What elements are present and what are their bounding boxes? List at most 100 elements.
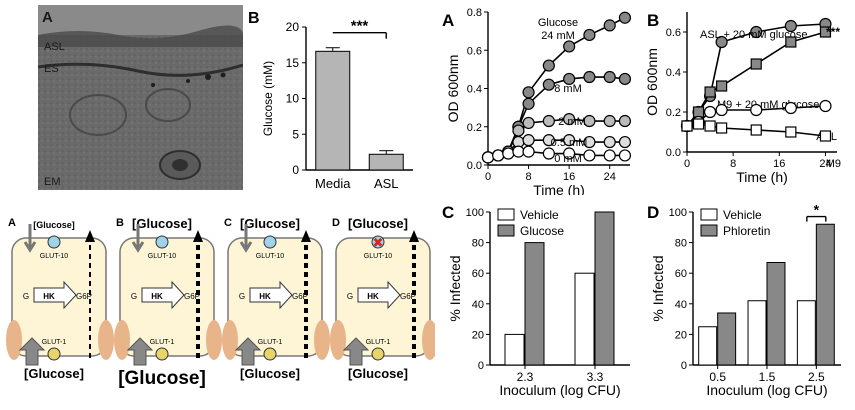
- g6p-label: G6P: [184, 292, 200, 301]
- y-tick-label: 100: [466, 207, 484, 219]
- y-axis-title: OD 600nm: [645, 48, 660, 116]
- x-axis-title: Time (h): [533, 182, 585, 195]
- x-tick-label: 16: [563, 171, 575, 183]
- em-label-em: EM: [44, 176, 61, 188]
- bar-glucose: [524, 242, 545, 366]
- series-label: 0 mM: [554, 153, 582, 165]
- series-label: Glucose: [538, 17, 578, 29]
- growth-a-letter: A: [442, 11, 454, 30]
- nucleus-right: [206, 320, 222, 360]
- data-point: [583, 28, 596, 42]
- bar-vehicle: [796, 300, 816, 366]
- hk-label: HK: [43, 292, 55, 301]
- glucose-top-label: [Glucose]: [132, 216, 192, 231]
- y-tick-label: 10: [286, 92, 300, 106]
- data-point: [603, 114, 616, 128]
- data-point: [522, 134, 535, 147]
- x-axis-title: Inoculum (log CFU): [499, 382, 620, 398]
- x-tick-label: 24: [604, 171, 616, 183]
- y-tick-label: 0.6: [666, 27, 681, 39]
- y-axis-title: OD 600nm: [445, 55, 461, 123]
- data-point: [522, 145, 535, 158]
- data-point: [704, 120, 716, 132]
- data-point: [583, 70, 596, 84]
- y-axis-title: % Infected: [447, 255, 463, 321]
- x-tick-label: 24: [819, 158, 831, 170]
- series-label: 8 mM: [554, 83, 582, 95]
- x-tick-label: 2.3: [517, 370, 534, 384]
- em-micrograph: A ASL ES EM: [38, 5, 243, 190]
- glut10-label: GLUT-10: [148, 253, 177, 260]
- bar-phloretin: [717, 312, 737, 366]
- paracellular-arrow: [193, 230, 203, 242]
- g6p-label: G6P: [292, 292, 308, 301]
- data-point: [512, 124, 525, 137]
- y-tick-label: 0.0: [467, 160, 482, 172]
- glucose-basal-arrow: [234, 337, 262, 366]
- significance-stars: *: [814, 202, 820, 218]
- bar-phloretin: [815, 223, 835, 366]
- bar-phloretin: [766, 261, 786, 366]
- y-tick-label: 20: [675, 329, 687, 341]
- data-point: [542, 78, 555, 91]
- glucose-bottom-label: [Glucose]: [348, 366, 408, 381]
- data-point: [784, 19, 797, 33]
- data-point: [750, 124, 762, 136]
- y-tick-label: 0.8: [467, 7, 482, 19]
- glut10-transporter: [263, 235, 277, 249]
- schematic-letter: D: [332, 217, 340, 229]
- glucose-bottom-label: [Glucose]: [240, 366, 300, 381]
- y-tick-label: 0: [681, 360, 687, 372]
- glut1-transporter: [47, 347, 61, 361]
- data-point: [583, 135, 596, 149]
- significance-stars: ***: [826, 25, 840, 39]
- y-tick-label: 0: [478, 360, 484, 372]
- data-point: [785, 126, 797, 138]
- glut1-label: GLUT-1: [258, 339, 283, 346]
- data-point: [681, 120, 693, 132]
- glucose-basal-arrow: [18, 337, 46, 366]
- data-point: [563, 134, 576, 147]
- glut1-label: GLUT-1: [366, 339, 391, 346]
- x-tick-label: Media: [315, 176, 351, 191]
- paracellular-arrow: [301, 230, 311, 242]
- glucose-entry-arrow: [131, 224, 145, 253]
- legend-label: Phloretin: [723, 224, 770, 238]
- glucose-top-label: [Glucose]: [348, 216, 408, 231]
- em-letter: A: [42, 9, 53, 26]
- x-tick-label: ASL: [374, 176, 399, 191]
- x-tick-label: 0: [684, 158, 690, 170]
- bar-vehicle: [504, 333, 525, 366]
- data-point: [522, 86, 535, 99]
- y-tick-label: 60: [675, 268, 687, 280]
- hk-arrow: [33, 280, 77, 310]
- bar-media: [315, 50, 351, 171]
- glucose-top-label: [Glucose]: [33, 220, 75, 230]
- glut1-transporter: [371, 347, 385, 361]
- data-point: [704, 86, 716, 98]
- nucleus-left: [114, 320, 130, 360]
- x-tick-label: 1.5: [759, 370, 776, 384]
- data-point: [563, 112, 576, 126]
- g-label: G: [239, 292, 245, 301]
- g-label: G: [347, 292, 353, 301]
- x-tick-label: 16: [773, 158, 785, 170]
- infect-c-letter: C: [442, 203, 454, 222]
- y-tick-label: 5: [292, 127, 299, 141]
- data-point: [522, 97, 535, 110]
- nucleus-right: [98, 320, 114, 360]
- y-tick-label: 0.2: [467, 122, 482, 134]
- g-label: G: [131, 292, 137, 301]
- y-tick-label: 0.4: [666, 67, 681, 79]
- glucose-entry-arrow: [239, 224, 253, 253]
- y-axis-title: % Infected: [650, 255, 666, 321]
- schematic-letter: B: [116, 217, 124, 229]
- legend-swatch: [497, 208, 515, 221]
- data-point: [819, 99, 832, 113]
- series-label: 2 mM: [558, 116, 586, 128]
